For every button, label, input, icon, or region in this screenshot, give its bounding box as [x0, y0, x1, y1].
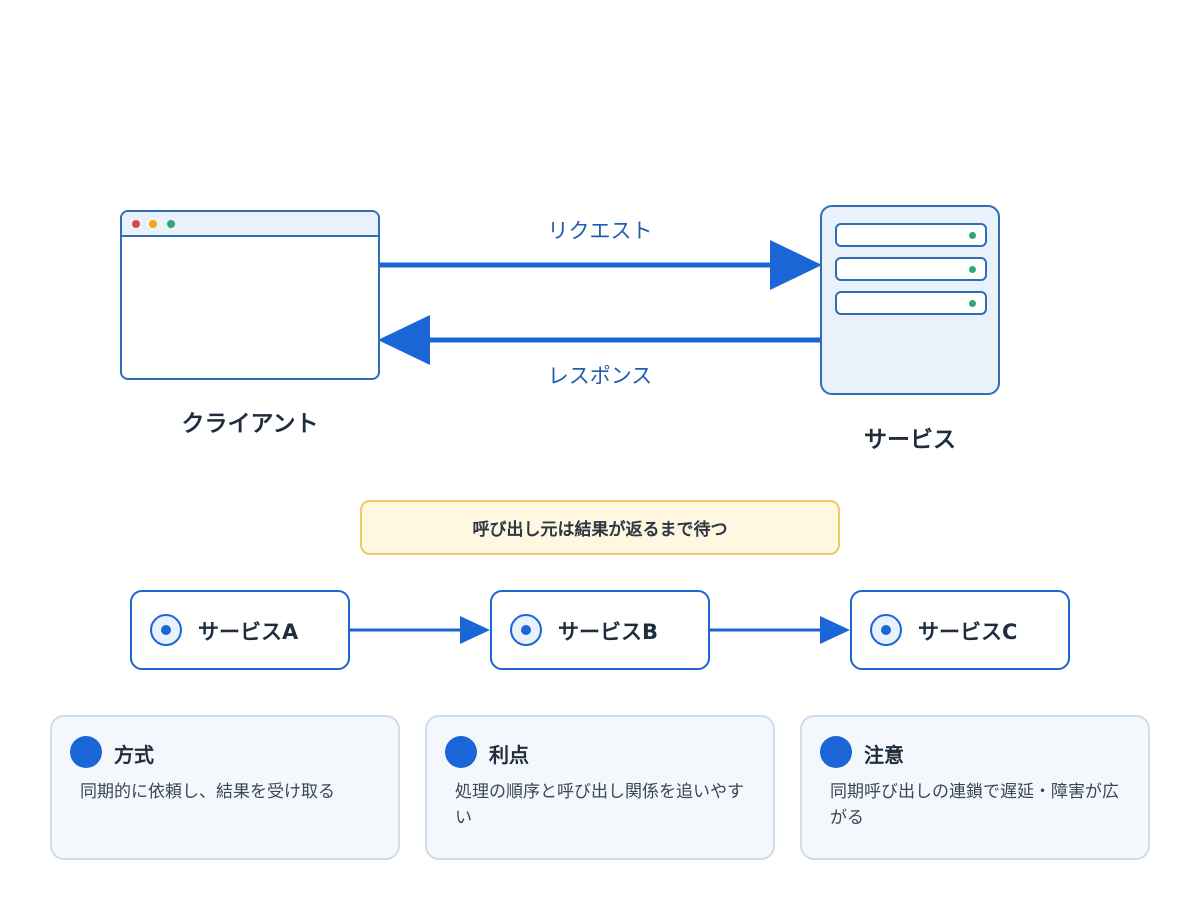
wait-note: 呼び出し元は結果が返るまで待つ [360, 500, 840, 555]
service-node-b: サービスB [490, 590, 710, 670]
service-node-icon [510, 614, 542, 646]
server-icon [820, 205, 1000, 395]
service-node-icon [870, 614, 902, 646]
chain-arrow-b-to-c [710, 616, 850, 644]
service-label: サービス [864, 427, 956, 453]
bullet-circle-icon [820, 736, 852, 768]
card-method: 方式 同期的に依頼し、結果を受け取る [50, 715, 400, 860]
server-slot [835, 291, 987, 315]
card-title: 方式 [114, 743, 154, 767]
service-node-c: サービスC [850, 590, 1070, 670]
card-title: 利点 [489, 743, 529, 767]
service-node-label: サービスB [558, 620, 659, 644]
bullet-circle-icon [445, 736, 477, 768]
card-caution: 注意 同期呼び出しの連鎖で遅延・障害が広がる [800, 715, 1150, 860]
card-body: 同期呼び出しの連鎖で遅延・障害が広がる [830, 782, 1119, 828]
service-node-label: サービスC [918, 620, 1018, 644]
bullet-circle-icon [70, 736, 102, 768]
server-slot [835, 223, 987, 247]
card-body: 処理の順序と呼び出し関係を追いやすい [455, 782, 744, 828]
card-body: 同期的に依頼し、結果を受け取る [80, 782, 335, 802]
request-arrow [380, 240, 822, 290]
service-node-label: サービスA [198, 620, 299, 644]
card-title: 注意 [864, 743, 904, 767]
client-titlebar [122, 212, 378, 237]
response-label: レスポンス [547, 364, 653, 388]
service-node-icon [150, 614, 182, 646]
status-led-icon [969, 232, 976, 239]
status-led-icon [969, 300, 976, 307]
response-arrow [378, 315, 822, 365]
window-close-dot-icon [132, 220, 140, 228]
window-maximize-dot-icon [167, 220, 175, 228]
client-window-icon [120, 210, 380, 380]
service-node-a: サービスA [130, 590, 350, 670]
chain-arrow-a-to-b [350, 616, 490, 644]
status-led-icon [969, 266, 976, 273]
server-slot [835, 257, 987, 281]
window-minimize-dot-icon [149, 220, 157, 228]
request-label: リクエスト [547, 219, 653, 243]
client-label: クライアント [181, 411, 319, 437]
card-merit: 利点 処理の順序と呼び出し関係を追いやすい [425, 715, 775, 860]
